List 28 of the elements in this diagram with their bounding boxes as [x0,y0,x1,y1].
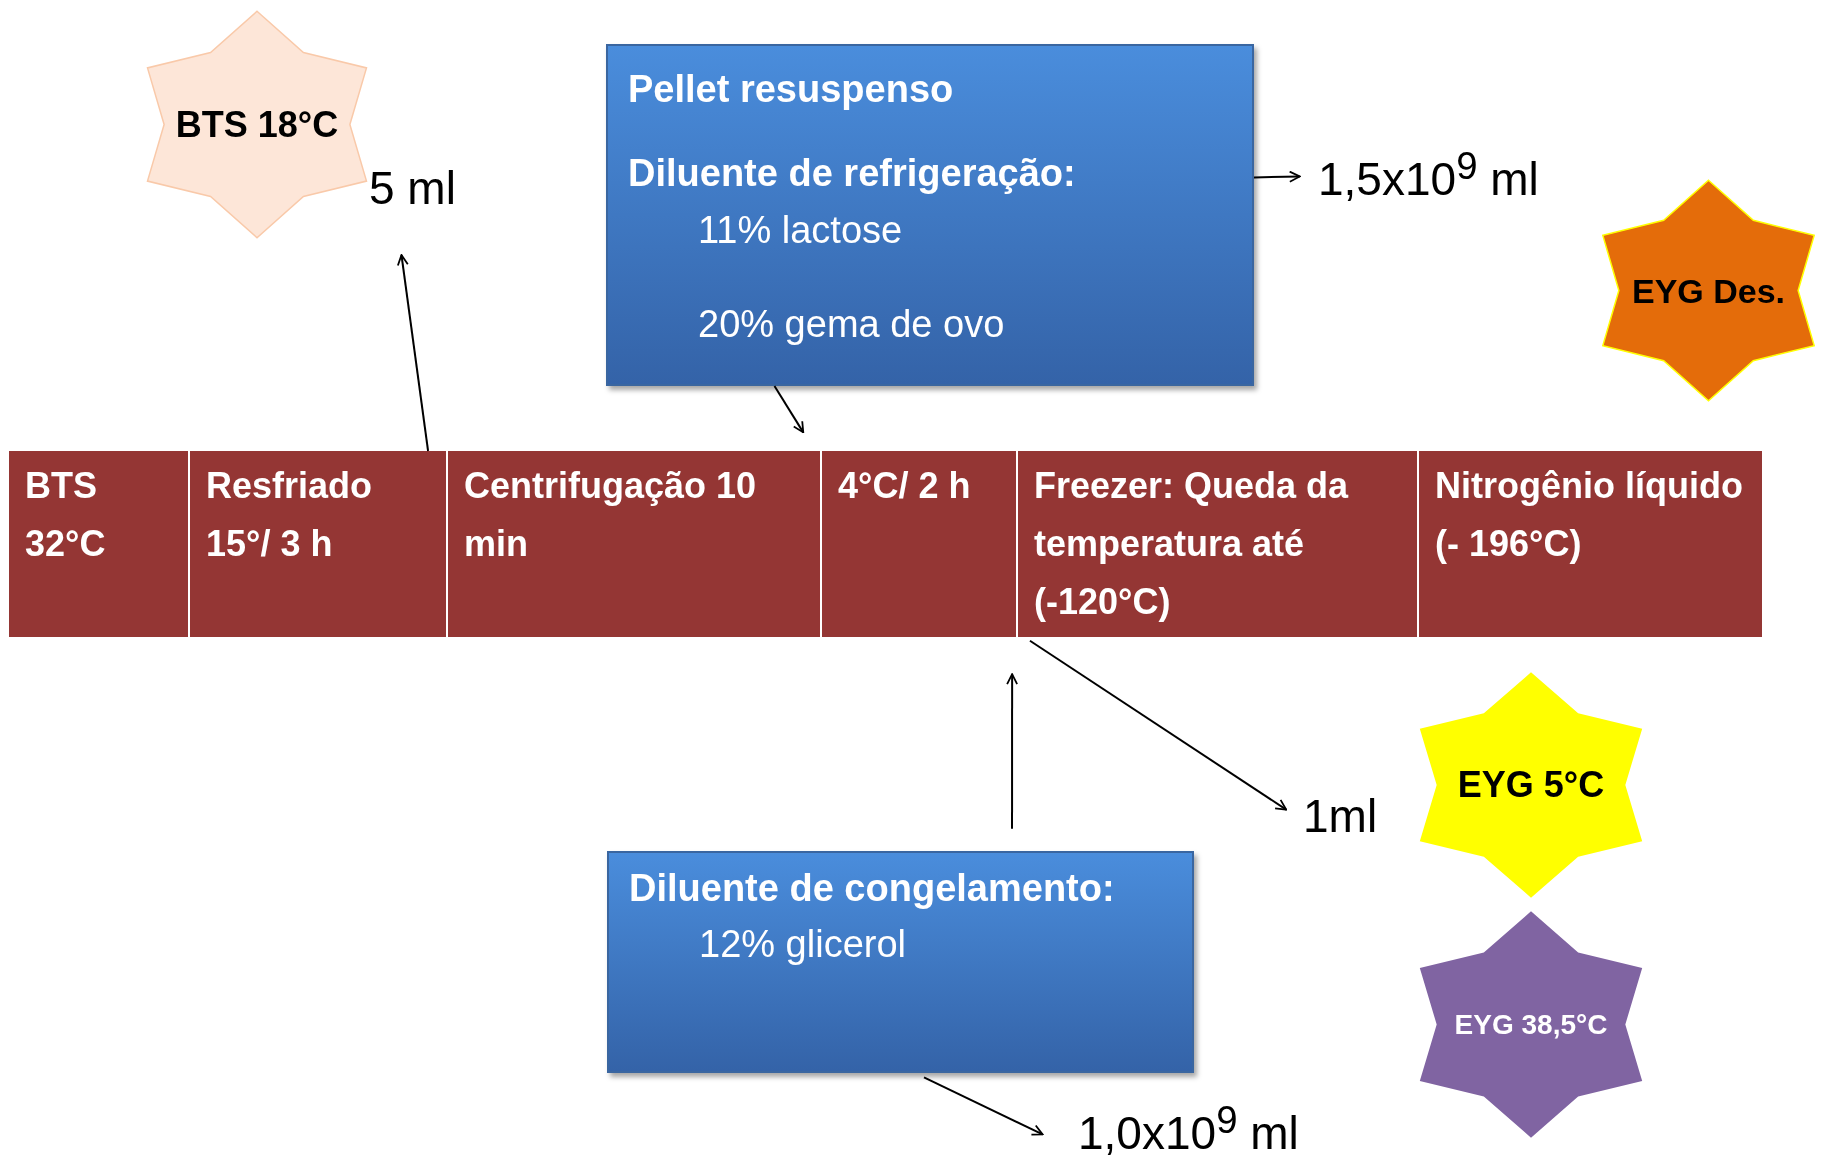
volume-label: 5 ml [369,162,481,222]
box-heading: Pellet resuspenso [628,68,955,112]
arrow [1253,170,1301,183]
volume-label: 1,0x10$^{9}$ ml [1078,1098,1314,1154]
process-step-cell: Centrifugação 10 min [448,451,820,637]
process-step-cell: Resfriado 15°/ 3 h [190,451,446,637]
process-step-cell: 4°C/ 2 h [822,451,1016,637]
process-step-cell: BTS 32°C [9,451,188,637]
star-label: EYG 38,5°C [1453,1008,1609,1041]
box-heading: Diluente de refrigeração: [628,151,1077,196]
star-label: EYG 5°C [1456,764,1606,806]
process-step-cell: Nitrogênio líquido (- 196°C) [1419,451,1762,637]
process-box [607,851,1194,1073]
arrow [923,1076,1044,1136]
box-item: 12% glicerol [698,922,907,967]
process-box [606,44,1254,386]
arrow [1006,673,1018,830]
box-item: 11% lactose [697,209,904,254]
box-item: 20% gema de ovo [697,303,1006,347]
star-label: BTS 18°C [174,103,340,146]
arrow [1028,639,1288,811]
arrow [773,385,805,434]
process-step-cell: Freezer: Queda da temperatura até (-120°C) [1018,451,1417,637]
box-heading: Diluente de congelamento: [629,867,1116,911]
volume-label: 1ml [1303,790,1387,846]
arrow [396,254,430,452]
volume-label: 1,5x10$^{9}$ ml [1318,144,1546,200]
star-label: EYG Des. [1630,271,1787,310]
